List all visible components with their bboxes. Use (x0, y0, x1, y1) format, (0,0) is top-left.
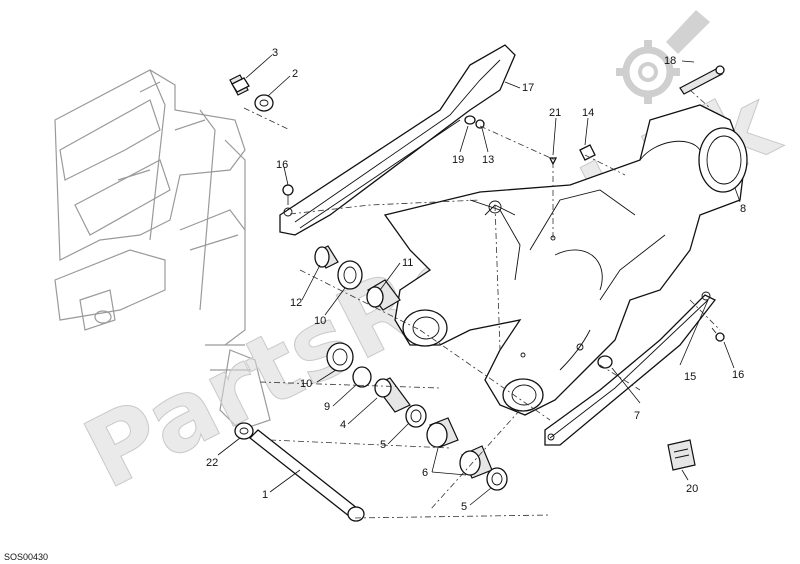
callout-12: 12 (290, 297, 302, 309)
callout-10-lower: 10 (300, 378, 312, 390)
chain-slider (544, 291, 716, 446)
chain-guard (279, 44, 516, 236)
callout-10-upper: 10 (314, 315, 326, 327)
plug-7 (597, 355, 613, 369)
screw-13 (475, 119, 485, 129)
seal-9 (352, 366, 372, 388)
pivot-shaft (249, 429, 365, 522)
spacer-11 (366, 279, 401, 311)
frame-outline (54, 69, 271, 431)
washer-2 (254, 94, 274, 112)
bolt-18 (679, 65, 725, 95)
callout-15: 15 (684, 371, 696, 383)
seal-5-lower (486, 467, 508, 491)
leader-lines (217, 54, 741, 506)
callout-5-lower: 5 (461, 501, 467, 513)
callout-8: 8 (740, 203, 746, 215)
bolt-3 (229, 74, 250, 96)
seal-5-upper (405, 404, 427, 428)
screw-16-lower (711, 327, 725, 342)
fasteners (229, 65, 725, 471)
callout-labels: 3 2 16 17 19 13 21 14 18 8 11 12 10 10 9… (206, 47, 746, 513)
callout-2: 2 (292, 68, 298, 80)
bearing-6-upper (426, 417, 459, 448)
callout-19: 19 (452, 154, 464, 166)
callout-5-upper: 5 (380, 439, 386, 451)
swingarm (383, 104, 748, 416)
callout-17: 17 (522, 82, 534, 94)
callout-16-lower: 16 (732, 369, 744, 381)
bushing-12 (314, 245, 339, 269)
bearing-10-lower (326, 342, 354, 372)
label-plate-20 (667, 439, 696, 471)
clip-21 (548, 157, 558, 166)
screw-16-upper (282, 184, 294, 205)
callout-9: 9 (324, 401, 330, 413)
callout-3: 3 (272, 47, 278, 59)
callout-14: 14 (582, 107, 594, 119)
callout-13: 13 (482, 154, 494, 166)
callout-4: 4 (340, 419, 346, 431)
callout-1: 1 (262, 489, 268, 501)
callout-22: 22 (206, 457, 218, 469)
spacer-4 (374, 377, 411, 413)
bearing-6-lower (459, 445, 493, 479)
callout-20: 20 (686, 483, 698, 495)
bearing-10-upper (337, 260, 363, 290)
screw-14 (579, 144, 596, 161)
callout-21: 21 (549, 107, 561, 119)
callout-7: 7 (634, 410, 640, 422)
washer-22 (234, 422, 254, 440)
pivot-hardware (314, 245, 613, 491)
washer-19 (464, 115, 476, 125)
assembly-axis-lines (243, 89, 721, 519)
callout-6: 6 (422, 467, 428, 479)
callout-11: 11 (402, 257, 413, 269)
callout-16-upper: 16 (276, 159, 288, 171)
gear-logo (616, 10, 710, 104)
reference-code: SOS00430 (4, 552, 48, 562)
callout-18: 18 (664, 55, 676, 67)
